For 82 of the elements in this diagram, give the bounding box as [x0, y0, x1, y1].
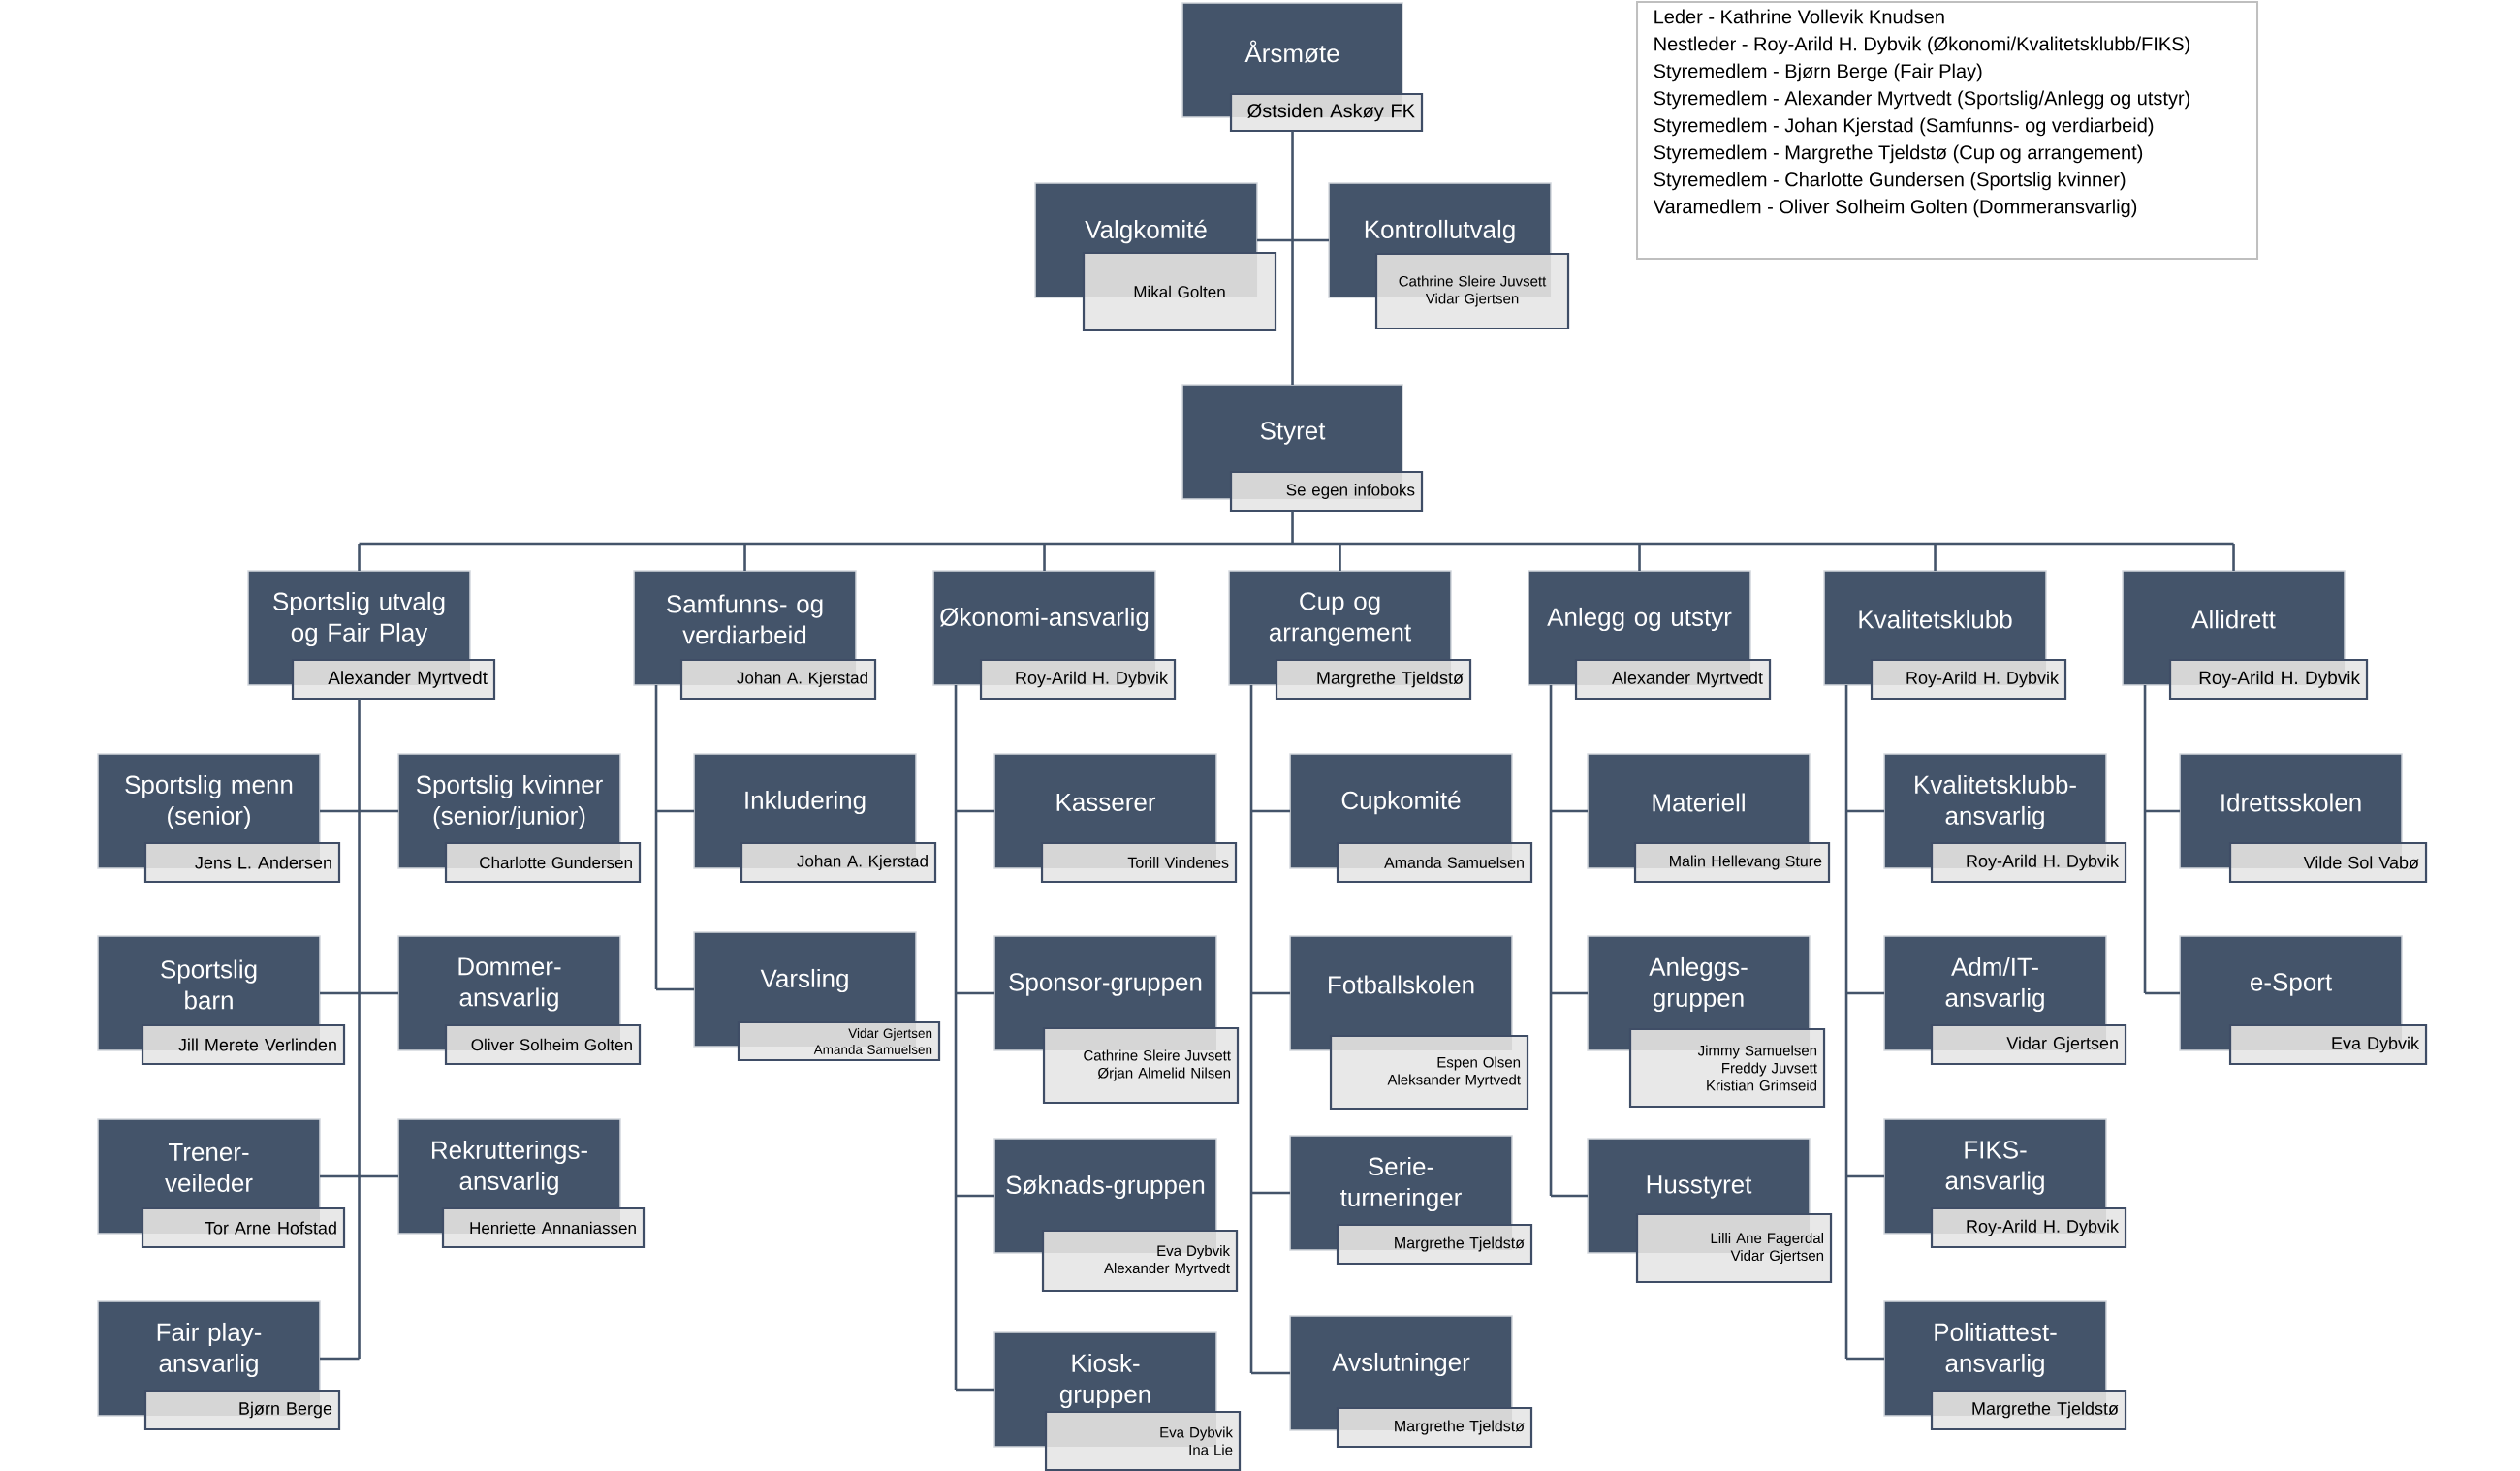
name-tag: Margrethe Tjeldstø	[1275, 658, 1472, 701]
name-tag: Eva Dybvik Alexander Myrtvedt	[1041, 1229, 1239, 1293]
connector-line	[320, 809, 360, 813]
connector-line	[1257, 238, 1293, 242]
name-tag: Jimmy Samuelsen Freddy Juvsett Kristian Grimseid	[1628, 1027, 1826, 1109]
connector-line	[654, 685, 658, 989]
connector-line	[320, 991, 360, 995]
name-tag: Johan A. Kjerstad	[740, 841, 937, 884]
connector-line	[2145, 991, 2181, 995]
connector-line	[2145, 809, 2181, 813]
name-tag: Eva Dybvik Ina Lie	[1044, 1410, 1242, 1471]
connector-line	[1934, 544, 1937, 571]
name-tag: Lilli Ane Fagerdal Vidar Gjertsen	[1635, 1212, 1833, 1284]
name-tag: Østsiden Askøy FK	[1229, 92, 1424, 133]
name-tag: Henriette Annaniassen	[441, 1206, 646, 1249]
connector-line	[956, 809, 994, 813]
connector-line	[358, 509, 2235, 546]
connector-line	[359, 809, 398, 813]
connector-line	[1846, 809, 1885, 813]
name-tag: Se egen infoboks	[1229, 470, 1424, 513]
connector-line	[1846, 991, 1885, 995]
connector-line	[359, 991, 398, 995]
connector-line	[359, 1174, 398, 1178]
name-tag: Oliver Solheim Golten	[444, 1023, 642, 1066]
name-tag: Eva Dybvik	[2228, 1023, 2428, 1066]
name-tag: Margrethe Tjeldstø	[1336, 1406, 1533, 1449]
name-tag: Margrethe Tjeldstø	[1930, 1389, 2127, 1431]
name-tag: Espen Olsen Aleksander Myrtvedt	[1329, 1034, 1529, 1111]
connector-line	[1292, 238, 1330, 242]
name-tag: Malin Hellevang Sture	[1633, 841, 1831, 884]
connector-line	[358, 544, 361, 571]
connector-line	[956, 991, 994, 995]
connector-line	[320, 1357, 360, 1361]
connector-line	[656, 987, 694, 991]
name-tag: Alexander Myrtvedt	[291, 658, 496, 701]
name-tag: Vidar Gjertsen	[1930, 1023, 2127, 1066]
name-tag: Jens L. Andersen	[143, 841, 341, 884]
connector-line	[656, 809, 694, 813]
name-tag: Johan A. Kjerstad	[679, 658, 877, 701]
name-tag: Roy-Arild H. Dybvik	[1930, 841, 2127, 884]
connector-line	[1043, 544, 1046, 571]
name-tag: Amanda Samuelsen	[1336, 841, 1533, 884]
name-tag: Tor Arne Hofstad	[141, 1206, 346, 1249]
name-tag: Vilde Sol Vabø	[2228, 841, 2428, 884]
connector-line	[956, 1388, 994, 1392]
connector-line	[954, 685, 958, 1390]
name-tag: Bjørn Berge	[143, 1389, 341, 1431]
name-tag: Roy-Arild H. Dybvik	[979, 658, 1177, 701]
connector-line	[2143, 685, 2147, 993]
connector-line	[956, 1194, 994, 1198]
connector-line	[1249, 685, 1253, 1373]
connector-line	[743, 544, 746, 571]
name-tag: Cathrine Sleire Juvsett Vidar Gjertsen	[1374, 252, 1570, 330]
connector-line	[1551, 991, 1588, 995]
connector-line	[1846, 1174, 1885, 1178]
connector-line	[1551, 1194, 1588, 1198]
connector-line	[1638, 544, 1641, 571]
connector-line	[1846, 1357, 1885, 1361]
connector-line	[1251, 1371, 1290, 1375]
name-tag: Vidar Gjertsen Amanda Samuelsen	[737, 1020, 941, 1062]
name-tag: Margrethe Tjeldstø	[1336, 1223, 1533, 1266]
connector-line	[1844, 685, 1848, 1359]
name-tag: Cathrine Sleire Juvsett Ørjan Almelid Nilsen	[1042, 1026, 1240, 1105]
name-tag: Torill Vindenes	[1040, 841, 1238, 884]
connector-line	[358, 699, 361, 1359]
name-tag: Mikal Golten	[1082, 251, 1277, 332]
connector-line	[1551, 809, 1588, 813]
name-tag: Alexander Myrtvedt	[1574, 658, 1772, 701]
name-tag: Roy-Arild H. Dybvik	[1930, 1206, 2127, 1249]
connector-line	[1251, 809, 1290, 813]
connector-line	[1291, 131, 1294, 385]
connector-line	[1549, 685, 1553, 1196]
name-tag: Roy-Arild H. Dybvik	[2168, 658, 2369, 701]
connector-line	[1251, 1191, 1290, 1195]
connector-line	[2232, 544, 2235, 571]
connector-line	[320, 1174, 360, 1178]
name-tag: Roy-Arild H. Dybvik	[1870, 658, 2067, 701]
name-tag: Jill Merete Verlinden	[141, 1023, 346, 1066]
info-box: Leder - Kathrine Vollevik Knudsen Nestleder - Roy-Arild H. Dybvik (Økonomi/Kvalitetsklubb/FIKS) Styremedlem - Bjørn Berge (Fair Play) Styremedlem - Alexander Myrtvedt (Sportslig/Anlegg og utstyr) Styremedlem - Johan Kjerstad (Samfunns- og verdiarbeid) Styremedlem - Margrethe Tjeldstø (Cup og arrangement) Styremedlem - Charlotte Gundersen (Sportslig kvinner) Varamedlem - Oliver Solheim Golten (Dommeransvarlig)	[1636, 1, 2259, 260]
connector-line	[1339, 544, 1341, 571]
name-tag: Charlotte Gundersen	[444, 841, 642, 884]
connector-line	[1251, 991, 1290, 995]
